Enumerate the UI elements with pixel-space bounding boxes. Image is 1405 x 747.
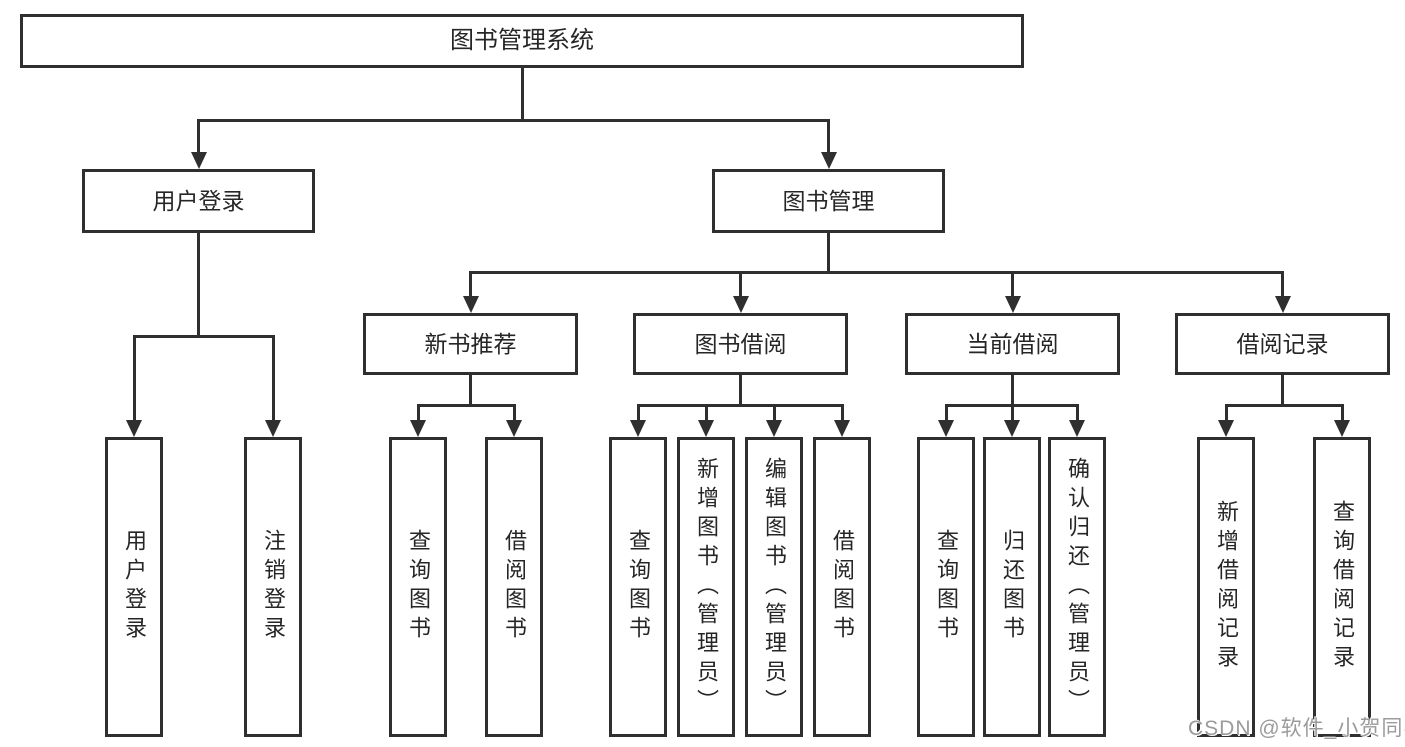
node-book-mgmt: 图书管理 bbox=[712, 169, 945, 233]
connector-drop-leaf-edit-book bbox=[772, 403, 776, 426]
node-leaf-query-book-2: 查询图书 bbox=[609, 437, 667, 737]
node-leaf-borrow-book-1: 借阅图书 bbox=[485, 437, 543, 737]
connector-bar-borrow-record bbox=[1224, 403, 1344, 407]
connector-trunk-user-login bbox=[197, 231, 200, 338]
arrowhead-leaf-edit-book bbox=[766, 420, 782, 437]
arrowhead-leaf-query-book-3 bbox=[938, 420, 954, 437]
connector-drop-new-book-rec bbox=[469, 270, 472, 302]
connector-drop-leaf-query-book-1 bbox=[416, 403, 420, 426]
watermark: CSDN @软件_小贺同学 bbox=[1188, 717, 1405, 740]
connector-drop-leaf-add-borrow-record bbox=[1224, 403, 1228, 426]
node-label-leaf-edit-book: 编辑图书（管理员） bbox=[762, 456, 787, 718]
node-label-leaf-logout: 注销登录 bbox=[261, 529, 286, 645]
node-label-leaf-add-book: 新增图书（管理员） bbox=[694, 456, 719, 718]
connector-trunk-book-mgmt bbox=[827, 231, 830, 274]
arrowhead-leaf-query-borrow-record bbox=[1334, 420, 1350, 437]
connector-bar-new-book-rec bbox=[416, 403, 516, 407]
connector-drop-borrow-record bbox=[1281, 270, 1284, 302]
node-label-root: 图书管理系统 bbox=[450, 27, 594, 54]
connector-trunk-book-borrow bbox=[739, 373, 742, 407]
connector-drop-leaf-query-book-2 bbox=[636, 403, 640, 426]
node-leaf-confirm-return: 确认归还（管理员） bbox=[1048, 437, 1106, 737]
node-leaf-return-book: 归还图书 bbox=[983, 437, 1041, 737]
node-label-new-book-rec: 新书推荐 bbox=[424, 330, 517, 357]
node-label-user-login: 用户登录 bbox=[152, 187, 245, 214]
node-new-book-rec: 新书推荐 bbox=[363, 313, 578, 375]
node-root: 图书管理系统 bbox=[20, 14, 1024, 68]
arrowhead-leaf-borrow-book-2 bbox=[834, 420, 850, 437]
arrowhead-leaf-query-book-2 bbox=[630, 420, 646, 437]
node-label-leaf-user-login: 用户登录 bbox=[122, 529, 147, 645]
node-label-book-mgmt: 图书管理 bbox=[782, 187, 875, 214]
arrowhead-leaf-logout bbox=[265, 420, 281, 437]
connector-bar-root bbox=[197, 118, 830, 122]
connector-drop-leaf-query-book-3 bbox=[944, 403, 948, 426]
node-leaf-edit-book: 编辑图书（管理员） bbox=[745, 437, 803, 737]
connector-drop-current-borrow bbox=[1011, 270, 1014, 302]
connector-drop-leaf-logout bbox=[271, 334, 275, 426]
node-label-leaf-query-borrow-record: 查询借阅记录 bbox=[1330, 500, 1355, 674]
node-book-borrow: 图书借阅 bbox=[633, 313, 848, 375]
node-leaf-query-book-1: 查询图书 bbox=[389, 437, 447, 737]
node-label-leaf-query-book-1: 查询图书 bbox=[406, 529, 431, 645]
connector-drop-leaf-borrow-book-2 bbox=[840, 403, 844, 426]
node-leaf-borrow-book-2: 借阅图书 bbox=[813, 437, 871, 737]
connector-drop-book-borrow bbox=[739, 270, 742, 302]
connector-drop-leaf-user-login bbox=[132, 334, 136, 426]
arrowhead-leaf-add-borrow-record bbox=[1218, 420, 1234, 437]
arrowhead-user-login bbox=[190, 152, 207, 169]
node-leaf-add-borrow-record: 新增借阅记录 bbox=[1197, 437, 1255, 737]
arrowhead-borrow-record bbox=[1274, 296, 1291, 313]
arrowhead-leaf-borrow-book-1 bbox=[506, 420, 522, 437]
node-leaf-query-book-3: 查询图书 bbox=[917, 437, 975, 737]
node-label-leaf-return-book: 归还图书 bbox=[1000, 529, 1025, 645]
connector-trunk-new-book-rec bbox=[469, 373, 472, 407]
arrowhead-book-mgmt bbox=[820, 152, 837, 169]
arrowhead-leaf-add-book bbox=[698, 420, 714, 437]
connector-trunk-root bbox=[520, 66, 524, 122]
connector-drop-leaf-borrow-book-1 bbox=[512, 403, 516, 426]
arrowhead-leaf-user-login bbox=[126, 420, 142, 437]
node-leaf-user-login: 用户登录 bbox=[105, 437, 163, 737]
node-label-book-borrow: 图书借阅 bbox=[694, 330, 787, 357]
node-label-leaf-query-book-2: 查询图书 bbox=[626, 529, 651, 645]
arrowhead-book-borrow bbox=[732, 296, 749, 313]
connector-drop-leaf-return-book bbox=[1010, 403, 1014, 426]
connector-bar-book-mgmt bbox=[469, 270, 1284, 274]
node-label-leaf-confirm-return: 确认归还（管理员） bbox=[1065, 456, 1090, 718]
node-user-login: 用户登录 bbox=[82, 169, 315, 233]
connector-bar-user-login bbox=[132, 334, 275, 338]
node-label-leaf-add-borrow-record: 新增借阅记录 bbox=[1214, 500, 1239, 674]
connector-drop-user-login bbox=[197, 118, 200, 158]
arrowhead-current-borrow bbox=[1004, 296, 1021, 313]
arrowhead-new-book-rec bbox=[462, 296, 479, 313]
node-borrow-record: 借阅记录 bbox=[1175, 313, 1390, 375]
node-label-leaf-query-book-3: 查询图书 bbox=[934, 529, 959, 645]
connector-bar-book-borrow bbox=[636, 403, 844, 407]
node-leaf-add-book: 新增图书（管理员） bbox=[677, 437, 735, 737]
connector-drop-leaf-query-borrow-record bbox=[1340, 403, 1344, 426]
connector-drop-book-mgmt bbox=[827, 118, 830, 158]
node-leaf-logout: 注销登录 bbox=[244, 437, 302, 737]
node-label-leaf-borrow-book-2: 借阅图书 bbox=[830, 529, 855, 645]
arrowhead-leaf-return-book bbox=[1004, 420, 1020, 437]
node-label-leaf-borrow-book-1: 借阅图书 bbox=[502, 529, 527, 645]
node-current-borrow: 当前借阅 bbox=[905, 313, 1120, 375]
arrowhead-leaf-query-book-1 bbox=[410, 420, 426, 437]
connector-drop-leaf-confirm-return bbox=[1075, 403, 1079, 426]
node-leaf-query-borrow-record: 查询借阅记录 bbox=[1313, 437, 1371, 737]
connector-drop-leaf-add-book bbox=[704, 403, 708, 426]
connector-trunk-borrow-record bbox=[1281, 373, 1284, 407]
arrowhead-leaf-confirm-return bbox=[1069, 420, 1085, 437]
node-label-current-borrow: 当前借阅 bbox=[966, 330, 1059, 357]
connector-trunk-current-borrow bbox=[1011, 373, 1014, 407]
node-label-borrow-record: 借阅记录 bbox=[1236, 330, 1329, 357]
